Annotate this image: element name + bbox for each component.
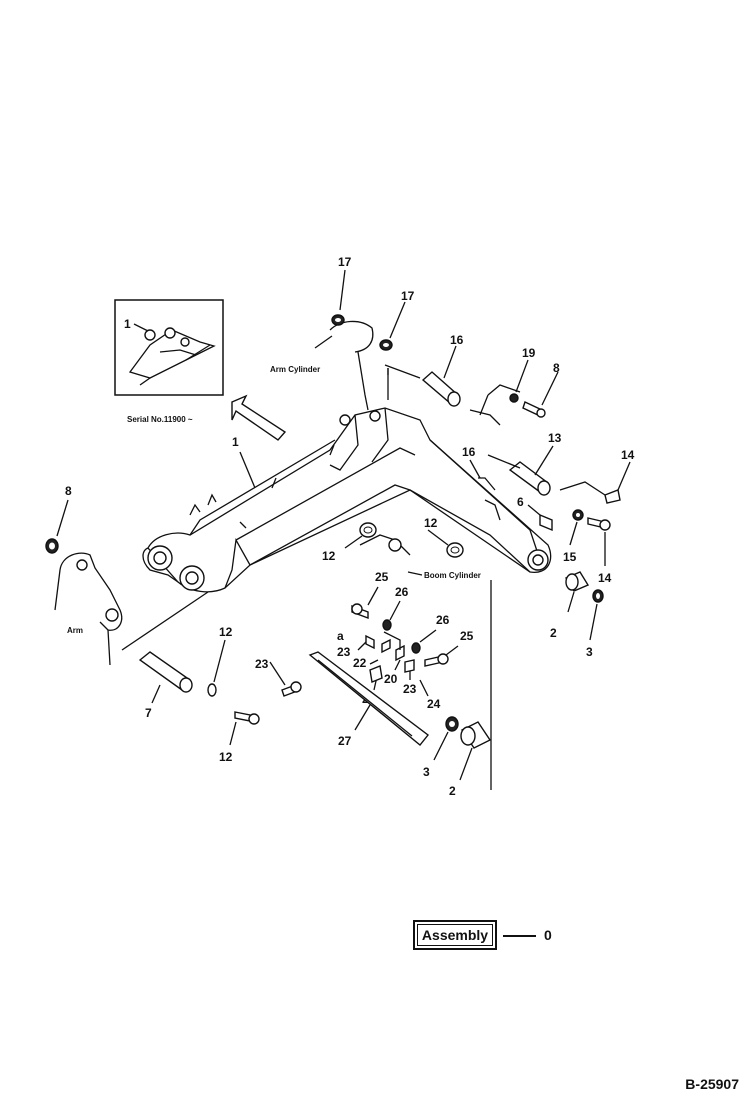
callout-26-right: 26 <box>436 613 450 627</box>
assembly-leader-line <box>503 935 536 937</box>
callout-2-right: 2 <box>550 626 557 640</box>
callout-22: 22 <box>353 656 367 670</box>
callout-16: 16 <box>462 445 476 459</box>
arm <box>54 552 123 666</box>
assembly-label: Assembly <box>417 924 493 946</box>
callout-7: 12 <box>219 625 233 639</box>
boom-cylinder-label: Boom Cylinder <box>424 571 481 580</box>
callout-3-right: 3 <box>586 645 593 659</box>
callout-12-right: 12 <box>424 516 438 530</box>
callout-1-inset: 1 <box>124 317 131 331</box>
callout-3-bottom: 3 <box>423 765 430 779</box>
callout-17-right: 17 <box>401 289 415 303</box>
callout-17-left: 17 <box>338 255 352 269</box>
callout-4: 6 <box>517 495 524 509</box>
callout-11: 14 <box>621 448 635 462</box>
callout-26-top: 26 <box>395 585 409 599</box>
drawing-number: B-25907 <box>685 1076 739 1092</box>
callout-27: 27 <box>338 734 352 748</box>
callout-15: 16 <box>450 333 464 347</box>
callout-23-far: 23 <box>255 657 269 671</box>
callout-14: 15 <box>563 550 577 564</box>
callout-12-left: 12 <box>322 549 336 563</box>
callout-19: 19 <box>522 346 536 360</box>
callout-25-right: 25 <box>460 629 474 643</box>
callout-25-top: 25 <box>375 570 389 584</box>
serial-label: Serial No.11900 ~ <box>127 415 193 424</box>
inset-detail <box>114 299 224 396</box>
assembly-number: 0 <box>544 927 552 943</box>
boom <box>142 407 552 593</box>
arm-cylinder-label: Arm Cylinder <box>270 365 320 374</box>
callout-5: 7 <box>145 706 152 720</box>
callout-a: a <box>337 629 344 643</box>
callout-10: 13 <box>548 431 562 445</box>
callout-18: 8 <box>553 361 560 375</box>
assembly-box: Assembly <box>413 920 497 950</box>
callout-2-bottom: 2 <box>449 784 456 798</box>
callout-20: 20 <box>384 672 398 686</box>
arm-label: Arm <box>67 626 83 635</box>
arrow-icon <box>231 394 287 441</box>
callout-23-right: 23 <box>403 682 417 696</box>
callout-24: 24 <box>427 697 441 711</box>
callout-6: 8 <box>65 484 72 498</box>
callout-1-boom: 1 <box>232 435 239 449</box>
callout-23-left: 23 <box>337 645 351 659</box>
callout-13: 14 <box>598 571 612 585</box>
callout-8: 12 <box>219 750 233 764</box>
